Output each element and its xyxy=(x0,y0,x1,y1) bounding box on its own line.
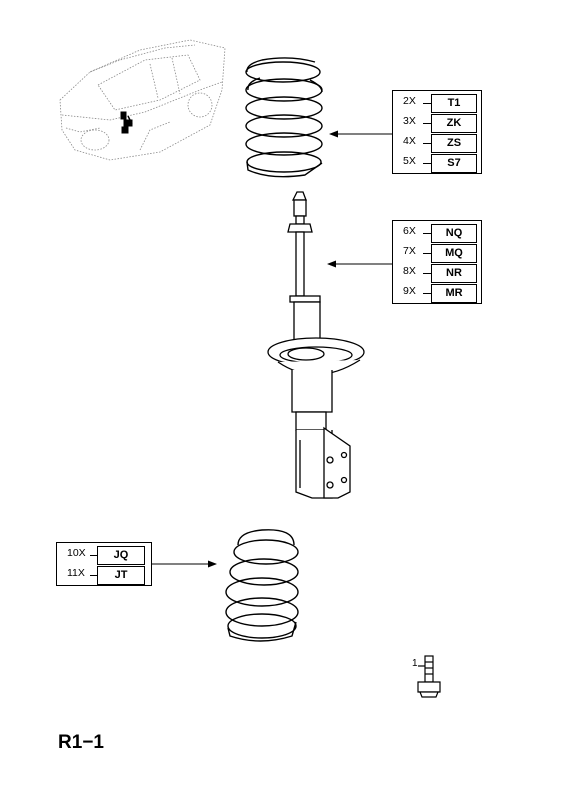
part-code: ZS xyxy=(431,134,477,153)
strut-location-marker xyxy=(120,111,133,134)
quantity-label: 6X xyxy=(403,225,416,237)
callout-row: 6X NQ xyxy=(393,223,481,243)
part-code: S7 xyxy=(431,154,477,173)
bolt xyxy=(417,655,441,698)
callout-row: 4X ZS xyxy=(393,133,481,153)
callout-row: 3X ZK xyxy=(393,113,481,133)
callout-box-strut: 6X NQ 7X MQ 8X NR 9X MR xyxy=(392,220,482,304)
sheet-label: R1−1 xyxy=(58,732,104,753)
callout-box-lower-spring: 10X JQ 11X JT xyxy=(56,542,152,586)
part-code: NR xyxy=(431,264,477,283)
quantity-label: 3X xyxy=(403,115,416,127)
quantity-label: 8X xyxy=(403,265,416,277)
quantity-label: 7X xyxy=(403,245,416,257)
part-code: T1 xyxy=(431,94,477,113)
part-code: NQ xyxy=(431,224,477,243)
callout-row: 8X NR xyxy=(393,263,481,283)
callout-row: 9X MR xyxy=(393,283,481,303)
callout-row: 7X MQ xyxy=(393,243,481,263)
part-code: JQ xyxy=(97,546,145,565)
lower-coil-spring xyxy=(225,529,299,642)
part-code: MQ xyxy=(431,244,477,263)
callout-row: 10X JQ xyxy=(57,545,151,565)
quantity-label: 9X xyxy=(403,285,416,297)
callout-box-upper-spring: 2X T1 3X ZK 4X ZS 5X S7 xyxy=(392,90,482,174)
quantity-label: 10X xyxy=(67,547,86,559)
quantity-label: 2X xyxy=(403,95,416,107)
upper-coil-spring xyxy=(245,57,323,178)
quantity-label: 4X xyxy=(403,135,416,147)
callout-row: 2X T1 xyxy=(393,93,481,113)
quantity-label: 11X xyxy=(67,567,85,579)
strut-shock-absorber xyxy=(267,191,365,499)
bolt-callout-number: 1 xyxy=(412,658,418,669)
part-code: JT xyxy=(97,566,145,585)
part-code: ZK xyxy=(431,114,477,133)
car-locator-illustration xyxy=(59,39,226,161)
part-code: MR xyxy=(431,284,477,303)
callout-row: 11X JT xyxy=(57,565,151,585)
quantity-label: 5X xyxy=(403,155,416,167)
callout-row: 5X S7 xyxy=(393,153,481,173)
